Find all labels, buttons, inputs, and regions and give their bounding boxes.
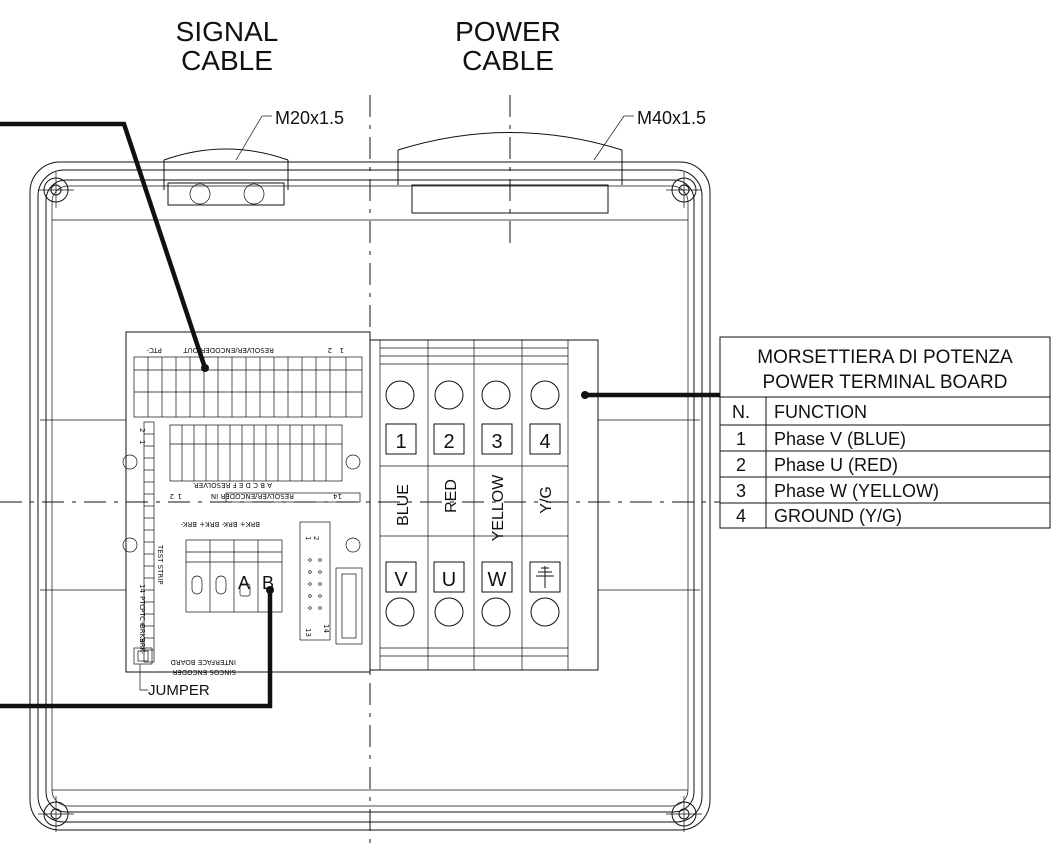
corner-screw-tl [38, 172, 74, 208]
signal-cable-label: SIGNAL CABLE [176, 16, 279, 76]
signal-cable-label-line1: SIGNAL [176, 16, 279, 47]
jumper [133, 647, 153, 691]
legend-table [719, 336, 1051, 529]
terminal-number-1: 1 [395, 431, 406, 453]
terminal-number-3: 3 [491, 431, 502, 453]
header-pin-2: 2 [312, 536, 320, 540]
enclosure [29, 161, 711, 831]
ground-icon [536, 566, 554, 588]
resolver-in-label: RESOLVER/ENCODER IN [211, 492, 294, 500]
terminal-number-4: 4 [539, 431, 550, 453]
encoder-header [299, 521, 363, 645]
legend-row-4-n: 4 [736, 506, 746, 526]
terminal-phase-u: U [442, 569, 456, 591]
strip-brk-minus: BRK- [138, 638, 146, 655]
power-terminal-leader-end [581, 391, 589, 399]
resolver-out-pin-2: 2 [328, 346, 332, 354]
terminal-phase-v: V [394, 569, 408, 591]
signal-cable-upper [0, 121, 208, 369]
power-terminal-block [369, 339, 599, 671]
test-strip-label: TEST STRIP [156, 544, 164, 585]
strip-pin-14: 14 [138, 584, 146, 593]
terminal-color-1: BLUE [395, 484, 412, 526]
resolver-out-ptc-minus: PTC- [146, 346, 162, 354]
resolver-in-connector [169, 424, 343, 482]
brake-terminals [185, 539, 283, 613]
legend-col-function: FUNCTION [774, 402, 867, 422]
power-cable-label: POWER CABLE [455, 16, 561, 76]
board-name-line2: INTERFACE BOARD [170, 658, 236, 666]
legend-title-it: MORSETTIERA DI POTENZA [757, 347, 1013, 368]
legend-col-n: N. [732, 402, 750, 422]
board-name-line1: SINCOS ENCODER [172, 668, 236, 676]
corner-screw-br [666, 796, 702, 832]
test-strip [143, 421, 155, 663]
header-pin-14: 14 [322, 624, 330, 633]
power-cable-label-line2: CABLE [462, 45, 554, 76]
jumper-label: JUMPER [148, 682, 210, 699]
terminal-phase-w: W [488, 569, 507, 591]
brake-top-label: BRK+ BRK- BRK+ BRK- [181, 520, 260, 528]
legend-row-2-function: Phase U (RED) [774, 455, 898, 475]
strip-pin-1: 1 [138, 440, 146, 444]
resolver-code-strip [225, 492, 361, 503]
legend-row-3-n: 3 [736, 481, 746, 501]
interface-board: RESOLVER/ENCODER OUT 1 2 PTC- RESOLVER/E… [122, 331, 371, 699]
resolver-out-connector [133, 356, 363, 418]
power-cable-gland [397, 115, 634, 214]
legend-row-1-n: 1 [736, 429, 746, 449]
corner-screw-tr [666, 172, 702, 208]
legend-row-4-function: GROUND (Y/G) [774, 506, 902, 526]
strip-ptc-minus: PTC- [138, 596, 146, 612]
resolver-in-pin-1: 1 [178, 492, 182, 500]
center-lines [0, 95, 720, 851]
signal-cable-label-line2: CABLE [181, 45, 273, 76]
terminal-color-2: RED [443, 479, 460, 513]
signal-cable-gland [163, 115, 289, 206]
terminal-number-2: 2 [443, 431, 454, 453]
terminal-color-4: Y/G [538, 486, 555, 514]
strip-brk-plus: BRK+ [138, 624, 146, 644]
legend-row-1-function: Phase V (BLUE) [774, 429, 906, 449]
resolver-out-label: RESOLVER/ENCODER OUT [183, 346, 274, 354]
terminal-a: A [238, 573, 250, 593]
signal-gland-size: M20x1.5 [275, 108, 344, 128]
signal-cable-lower [0, 590, 273, 709]
resolver-out-pin-1: 1 [340, 346, 344, 354]
corner-screw-bl [38, 796, 74, 832]
legend-row-2-n: 2 [736, 455, 746, 475]
resolver-in-pin-14: 14 [333, 492, 342, 500]
strip-pin-2: 2 [138, 428, 146, 432]
legend-title-en: POWER TERMINAL BOARD [763, 372, 1008, 393]
header-pin-1: 1 [304, 536, 312, 540]
header-pin-13: 13 [304, 628, 312, 637]
resolver-code-label: A B C D E F RESOLVER [194, 481, 272, 489]
strip-ptc-plus: PTC+ [138, 608, 146, 627]
signal-cable-end-upper [201, 364, 209, 372]
signal-cable-end-lower [266, 586, 274, 594]
power-cable-label-line1: POWER [455, 16, 561, 47]
terminal-color-3: YELLOW [490, 474, 507, 542]
resolver-in-pin-2: 2 [170, 492, 174, 500]
power-gland-size: M40x1.5 [637, 108, 706, 128]
legend-row-3-function: Phase W (YELLOW) [774, 481, 939, 501]
